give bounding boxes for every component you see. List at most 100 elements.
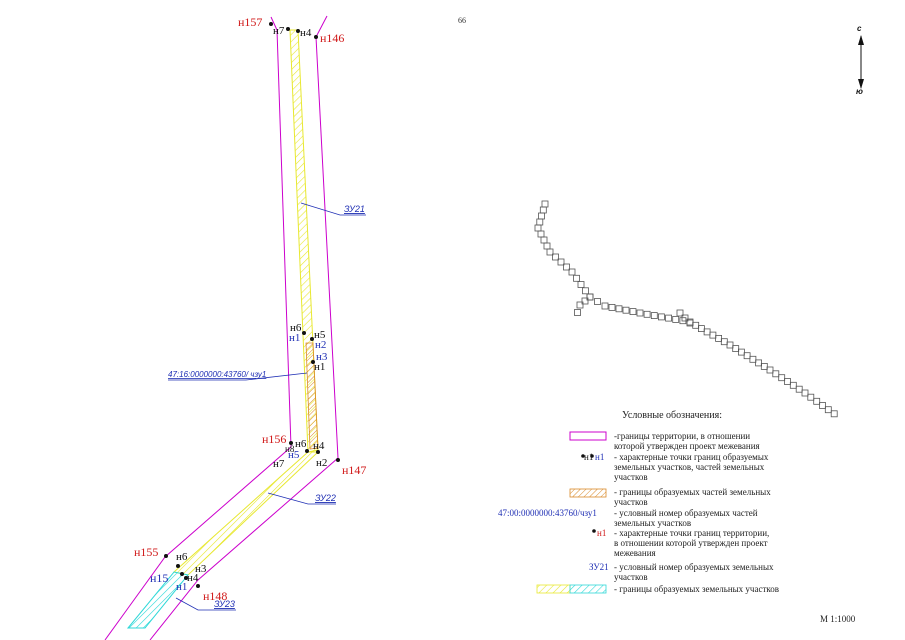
overview-cell [732, 345, 740, 353]
label-n146: н146 [320, 31, 344, 45]
overview-cell [676, 309, 684, 317]
overview-cell [586, 293, 594, 301]
legend-yellow-hatch [536, 584, 571, 594]
overview-cell [778, 374, 786, 382]
legend-item-parcel-boundary: - границы образуемых земельных участков [614, 584, 780, 594]
label-n7-low: н7 [273, 458, 285, 470]
label-blue-n1-mid: н1 [289, 332, 300, 344]
label-n4-low: н4 [313, 440, 325, 452]
point-markers [164, 22, 340, 588]
overview-cell [824, 406, 832, 414]
label-n4-top: н4 [300, 27, 312, 39]
overview-cell [772, 370, 780, 378]
overview-cell [749, 355, 757, 363]
label-zu22: ЗУ22 [315, 493, 336, 503]
overview-cell [576, 301, 584, 309]
overview-cell [574, 309, 581, 316]
overview-cell [672, 315, 680, 323]
label-blue-n15: н15 [150, 571, 168, 585]
overview-cell [720, 338, 728, 346]
overview-cell [536, 218, 544, 226]
parcel-zu22 [172, 451, 320, 576]
legend-sym-cadastral: 47:00:0000000:43760/чзу1 [498, 508, 597, 518]
overview-cell [709, 331, 717, 339]
legend-sym-n1-black: н1 [584, 452, 594, 462]
legend-symbols [536, 431, 607, 594]
overview-cell [563, 263, 570, 271]
page-number: 66 [458, 16, 466, 25]
overview-cell [582, 287, 589, 295]
overview-cell [552, 253, 559, 261]
label-n155: н155 [134, 545, 158, 559]
label-n157: н157 [238, 15, 262, 29]
label-blue-n2-mid: н2 [315, 339, 326, 351]
legend-sym-n1-blue: н1 [595, 452, 605, 462]
overview-cell [738, 348, 745, 356]
overview-cell [538, 212, 545, 220]
overview-cell [650, 312, 658, 320]
overview-cell [557, 258, 565, 266]
overview-cell [743, 352, 751, 360]
legend-magenta-rect [569, 431, 607, 441]
compass-south-label: ю [856, 87, 863, 96]
overview-cell [766, 366, 774, 374]
overview-cell [830, 410, 838, 418]
overview-cell [681, 314, 689, 322]
label-n6-low: н6 [295, 438, 307, 450]
overview-cell [819, 402, 826, 409]
map-labels: н157 н146 н156 н147 н155 н148 н7 н4 н6 н… [134, 15, 366, 609]
label-blue-n3-mid: н3 [316, 351, 328, 363]
label-n6-mid: н6 [290, 322, 302, 334]
legend-item-parcel-number: - условный номер образуемых земельных уч… [614, 562, 774, 582]
compass-north-label: с [857, 24, 862, 33]
overview-cell [622, 306, 630, 314]
overview-cell [686, 319, 694, 327]
overview-cell [658, 313, 665, 321]
leader-lines [168, 202, 366, 611]
parcel-part-chzu1 [305, 342, 319, 450]
overview-cell [601, 302, 609, 310]
label-n156: н156 [262, 432, 286, 446]
legend-orange-hatch [569, 488, 607, 498]
legend-cyan-hatch [569, 584, 607, 594]
legend-item-territory: -границы территории, в отношении которой… [614, 431, 760, 451]
overview-cell [760, 362, 768, 370]
overview-cell [541, 200, 549, 208]
overview-map [534, 200, 838, 418]
label-n1-mid: н1 [314, 361, 325, 373]
overview-cell [573, 274, 580, 282]
label-zu23: ЗУ23 [214, 599, 235, 609]
scale-label: М 1:1000 [820, 614, 856, 624]
overview-cell [807, 393, 815, 401]
overview-cell [715, 334, 722, 342]
overview-cell [629, 308, 637, 316]
overview-cell [703, 328, 711, 336]
label-n6-bottom: н6 [176, 551, 188, 563]
label-blue-n5-low: н5 [288, 449, 300, 461]
label-n3-bottom: н3 [195, 563, 207, 575]
overview-cell [568, 268, 576, 276]
overview-cell [795, 385, 803, 393]
overview-cell [784, 378, 791, 385]
legend-title: Условные обозначения: [622, 410, 723, 421]
overview-cell [537, 230, 545, 238]
overview-cell [608, 303, 616, 311]
overview-cell [801, 389, 809, 397]
overview-cell [543, 242, 551, 250]
overview-cell [789, 381, 797, 389]
legend-sym-red-n1: н1 [597, 528, 607, 538]
overview-cell [615, 305, 623, 313]
legend-item-part-number: - условный номер образуемых частей земел… [614, 508, 758, 528]
legend-item-points: - характерные точки границ образуемых зе… [614, 452, 769, 482]
label-n2-low: н2 [316, 457, 327, 469]
label-n148: н148 [203, 589, 227, 603]
overview-cell [581, 297, 589, 305]
label-n7-top: н7 [273, 25, 285, 37]
overview-cell [698, 325, 705, 333]
legend-item-territory-points: - характерные точки границ территории, в… [614, 528, 770, 558]
label-n8: н8 [285, 444, 295, 454]
overview-cell [546, 248, 554, 256]
label-cadastral: 47:16:0000000:43760/ чзу1 [168, 370, 266, 379]
overview-cell [726, 341, 734, 349]
